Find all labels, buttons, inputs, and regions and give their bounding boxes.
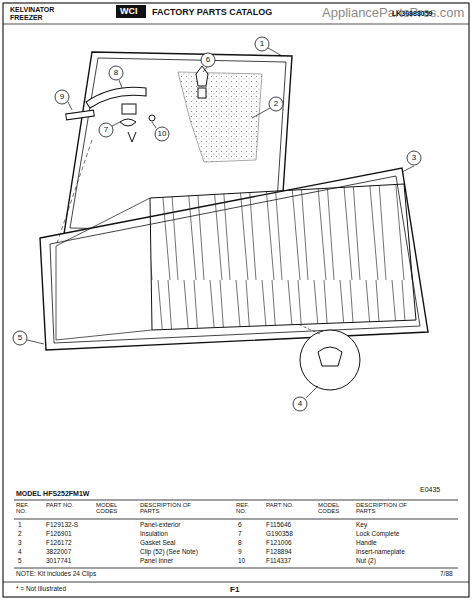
callout-number: 7 [104,126,108,134]
callout-number: 5 [18,334,22,342]
table-cell: F129132-S [46,522,78,529]
table-cell: 8 [238,540,242,547]
lock-latch [120,119,136,126]
table-cell: Nut (2) [356,558,376,565]
column-header: REF. NO. [16,502,40,515]
callout-number: 10 [158,130,167,138]
column-header: PART NO. [46,502,80,508]
panel-inner [150,184,416,330]
footer-rule [3,582,469,583]
leader-lines [27,48,414,398]
table-cell: Panel Inner [140,558,173,565]
table-cell: 2 [18,531,22,538]
table-rule [14,568,458,569]
handle [86,87,146,108]
gasket-seal [40,168,428,350]
table-rule [14,519,458,520]
lock-cylinder [198,88,206,98]
column-header: DESCRIPTION OF PARTS [356,502,416,515]
logo-mark [116,5,146,18]
callout-number: 1 [260,40,264,48]
callout-circles [13,37,421,411]
footnote: * = Not Illustrated [16,586,66,593]
panel-edge [56,198,150,246]
model-number: MODEL HFS252FM1W [16,490,89,497]
table-cell: Handle [356,540,377,547]
assembly-line [56,140,92,246]
gasket-inner-edge [50,176,420,343]
panel-edge [56,330,152,340]
table-cell: Insulation [140,531,168,538]
table-cell: Lock Complete [356,531,399,538]
table-cell: F115646 [266,522,291,529]
table-cell: F121006 [266,540,292,547]
callout-number: 4 [298,400,302,408]
panel-edge [56,246,57,340]
page-number: F1 [230,586,239,594]
lock-body [122,104,136,114]
callout-number: 2 [274,100,278,108]
nameplate [66,110,95,120]
clip-detail [300,330,360,390]
table-cell: 3 [18,540,22,547]
clip [318,347,342,366]
table-cell: 3822007 [46,549,71,556]
column-header: PART NO. [266,502,300,508]
column-header: DESCRIPTION OF PARTS [140,502,200,515]
table-cell: Panel-exterior [140,522,180,529]
brand: FREEZER [10,14,43,21]
callout-number: 8 [114,69,118,77]
date: 7/88 [440,571,453,578]
table-cell: 5 [18,558,22,565]
note: NOTE: Kit includes 24 Clips [16,571,96,578]
column-header: MODEL CODES [96,502,126,515]
table-cell: 4 [18,549,22,556]
table-cell: 3017741 [46,558,71,565]
table-cell: Gasket Seal [140,540,175,547]
table-cell: 7 [238,531,242,538]
table-cell: 9 [238,549,242,556]
table-cell: G190358 [266,531,293,538]
table-cell: F114337 [266,558,291,565]
callout-number: 6 [206,56,210,64]
column-header: MODEL CODES [318,502,348,515]
nut [149,115,155,121]
catalog-number: LK30888059 [392,10,432,17]
column-header: REF. NO. [236,502,260,515]
table-cell: Clip (52) (See Note) [140,549,198,556]
table-cell: Insert-nameplate [356,549,405,556]
table-rule [14,500,458,501]
table-cell: F126172 [46,540,72,547]
lock-hook [128,132,136,142]
page-frame [3,3,469,597]
logo-text: WCI [120,7,138,16]
table-cell: 1 [18,522,22,529]
detail-leader [300,325,320,334]
key [196,66,208,86]
catalog-title: FACTORY PARTS CATALOG [152,8,272,17]
table-cell: F126901 [46,531,72,538]
table-cell: 6 [238,522,242,529]
table-cell: F128894 [266,549,292,556]
brand: KELVINATOR [10,6,54,13]
header-rule [3,24,469,25]
callout-number: 9 [60,93,64,101]
drawing-code: E0435 [420,486,440,493]
table-cell: 10 [238,558,245,565]
callout-number: 3 [412,154,416,162]
table-cell: Key [356,522,367,529]
insulation [178,72,262,162]
